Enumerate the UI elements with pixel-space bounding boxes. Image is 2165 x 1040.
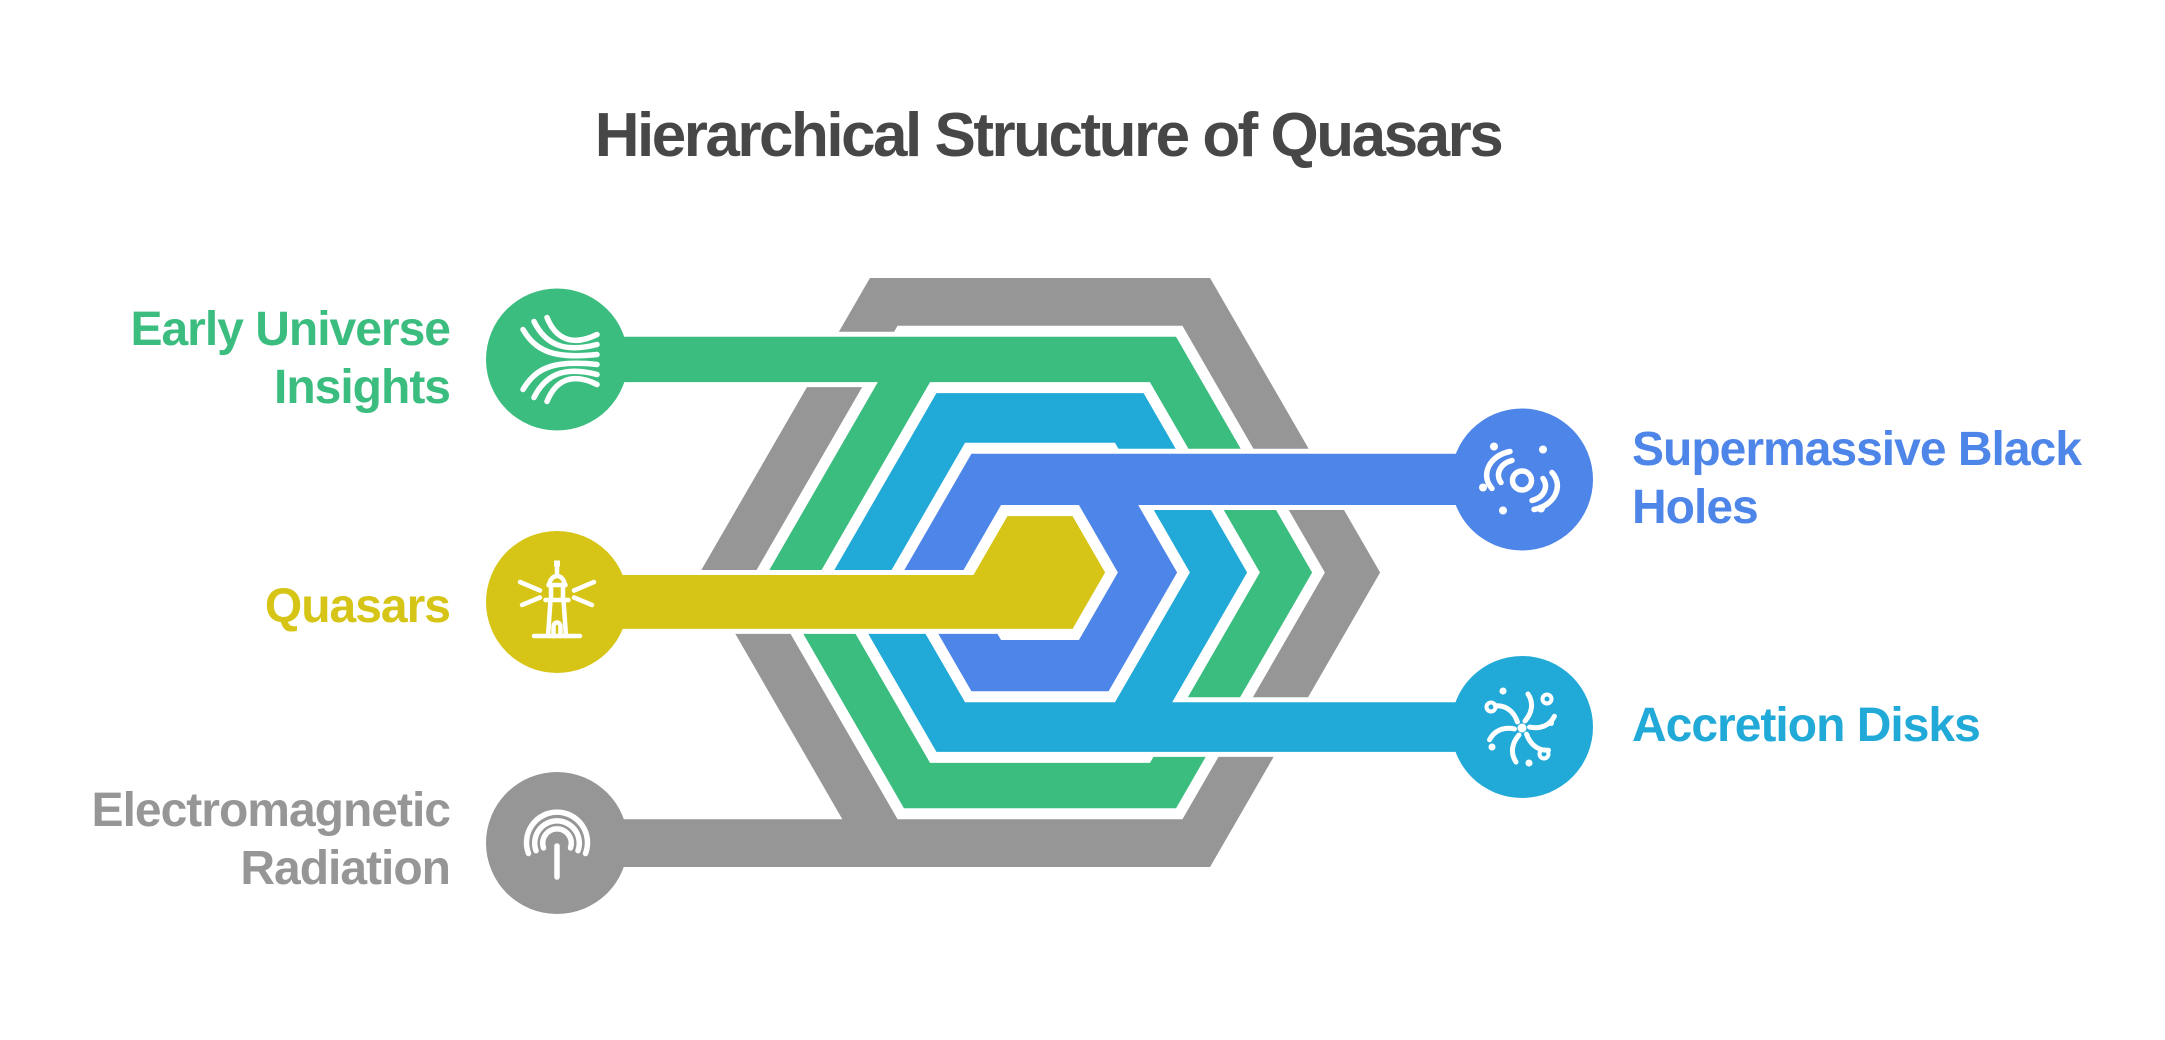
label-line: Electromagnetic — [91, 784, 451, 837]
label-line: Accretion Disks — [1632, 699, 1981, 752]
vortex-icon — [1484, 687, 1557, 767]
antenna-icon — [523, 809, 591, 880]
label-line: Supermassive Black — [1632, 423, 2082, 476]
hexagon-quasars — [554, 511, 1111, 634]
streams-icon — [520, 314, 600, 405]
label-line: Radiation — [240, 842, 451, 895]
node-quasars — [486, 531, 628, 673]
lighthouse-icon — [517, 560, 597, 639]
label-quasars: Quasars — [264, 578, 451, 636]
label-line: Insights — [273, 361, 451, 414]
label-line: Holes — [1632, 481, 1759, 534]
page-title: Hierarchical Structure of Quasars — [594, 101, 1504, 170]
node-supermassive-black-holes — [1451, 408, 1593, 551]
label-accretion-disks: Accretion Disks — [1632, 697, 1981, 755]
label-line: Early Universe — [130, 303, 451, 356]
node-circle-electromagnetic — [486, 772, 628, 914]
label-line: Quasars — [264, 580, 451, 633]
node-circle-early-universe — [486, 288, 628, 431]
node-accretion-disks — [1451, 656, 1593, 798]
label-electromagnetic-radiation: Electromagnetic Radiation — [91, 782, 451, 898]
label-early-universe-insights: Early Universe Insights — [130, 301, 451, 417]
node-electromagnetic-radiation — [486, 772, 628, 914]
node-circle-supermassive — [1451, 408, 1593, 551]
label-supermassive-black-holes: Supermassive Black Holes — [1632, 421, 2082, 537]
node-early-universe-insights — [486, 288, 628, 431]
galaxy-icon — [1479, 442, 1560, 515]
